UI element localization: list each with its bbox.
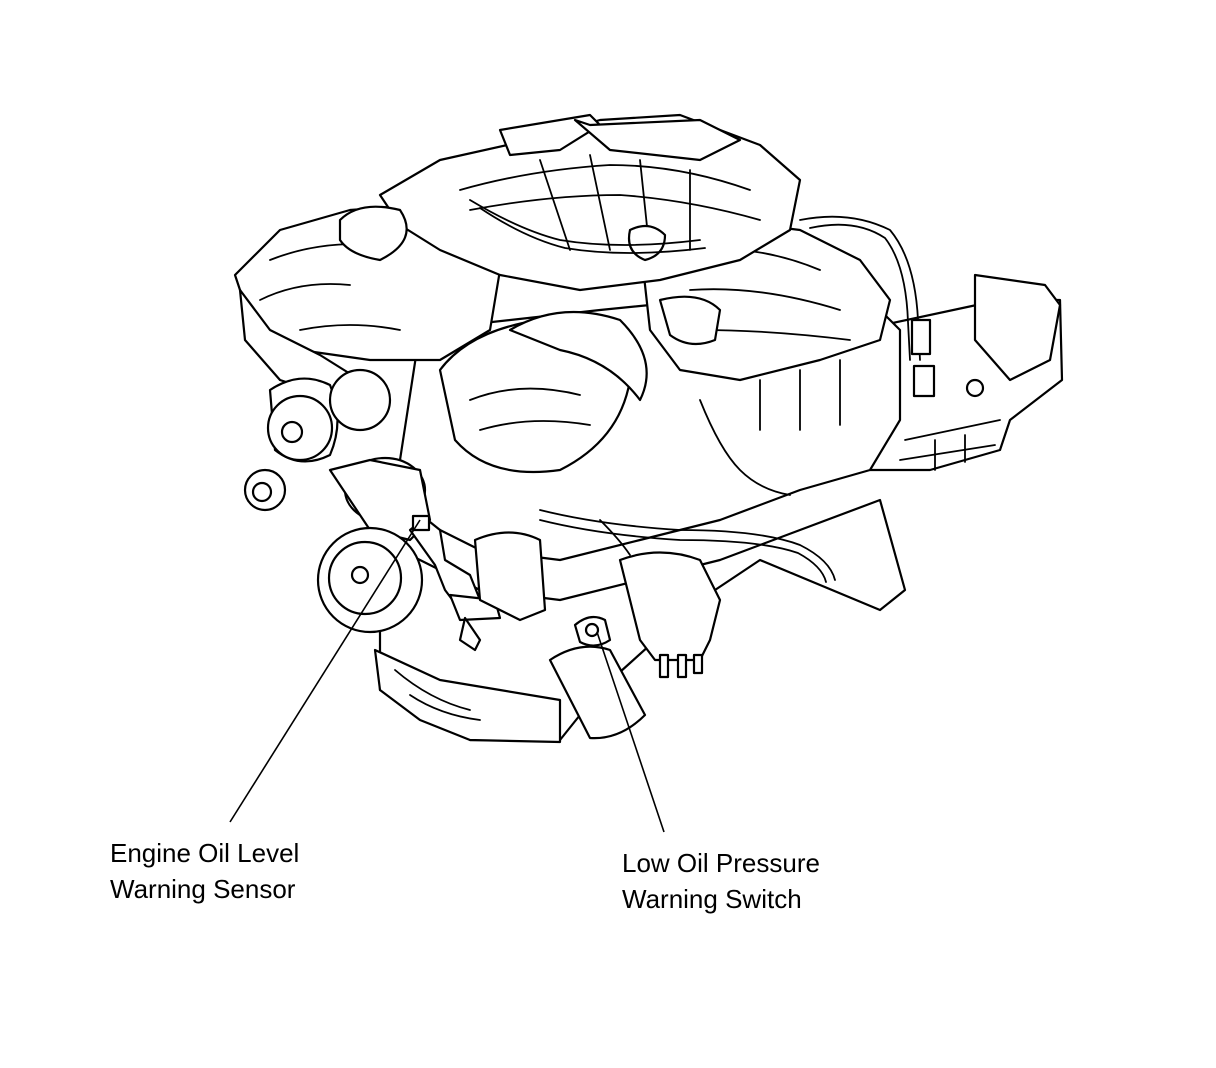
oil-pressure-switch [573, 615, 612, 647]
throttle-body [438, 295, 722, 474]
oil-pressure-switch-leader [596, 631, 665, 833]
oil-filter [473, 531, 647, 740]
oil-pressure-switch-label-line2: Warning Switch [622, 884, 802, 914]
oil-level-sensor-label-line1: Engine Oil Level [110, 838, 300, 868]
intake-manifold [338, 113, 802, 292]
wiring-harness [469, 199, 936, 583]
oil-pressure-switch-label-line1: Low Oil Pressure [622, 848, 820, 878]
transmission-housing [858, 273, 1064, 472]
oil-level-sensor [408, 514, 502, 652]
oil-pressure-switch-label: Low Oil Pressure Warning Switch [622, 845, 820, 917]
oil-level-sensor-label: Engine Oil Level Warning Sensor [110, 835, 299, 907]
oil-level-sensor-leader [229, 519, 421, 823]
engine-mount [618, 551, 722, 679]
front-accessories [243, 368, 432, 634]
oil-level-sensor-label-line2: Warning Sensor [110, 874, 296, 904]
